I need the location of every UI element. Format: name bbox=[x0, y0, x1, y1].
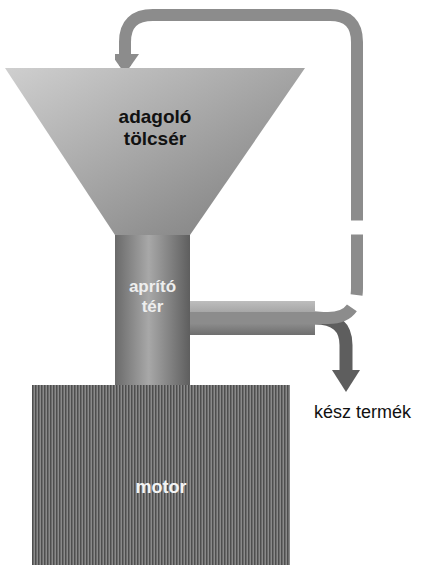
product-arrow bbox=[315, 318, 346, 372]
motor-stripes bbox=[32, 385, 290, 565]
product-arrowhead bbox=[332, 370, 360, 392]
node-label: motor bbox=[61, 477, 261, 498]
node-label: aprító tér bbox=[117, 277, 189, 316]
feed-funnel: adagoló tölcsér bbox=[5, 68, 305, 235]
feed-funnel-outline bbox=[5, 68, 305, 235]
node-label: adagoló tölcsér bbox=[100, 106, 210, 150]
motor-block-outline bbox=[32, 385, 290, 565]
grinding-chamber: aprító tér bbox=[115, 235, 190, 385]
output-label: kész termék bbox=[310, 402, 415, 424]
motor-block: motor bbox=[32, 385, 290, 565]
chamber-body bbox=[115, 235, 190, 385]
funnel-body bbox=[5, 68, 305, 235]
